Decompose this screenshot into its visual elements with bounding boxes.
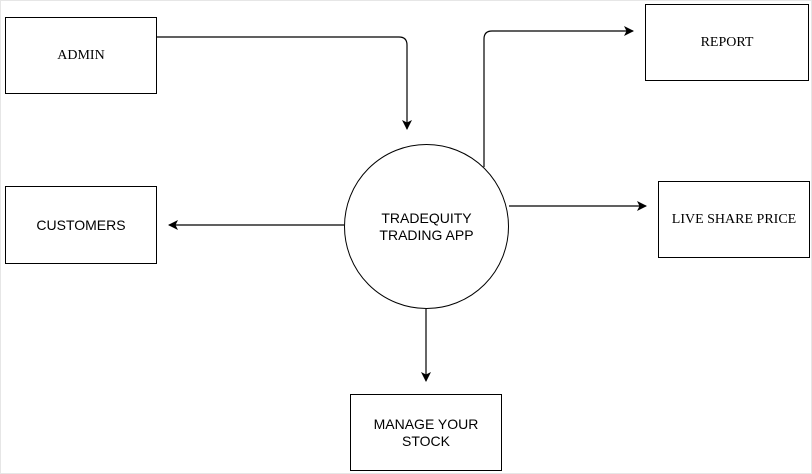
node-tradequity-app: TRADEQUITY TRADING APP <box>344 144 509 309</box>
node-customers-label: CUSTOMERS <box>36 216 126 233</box>
node-report: REPORT <box>645 4 809 81</box>
node-tradequity-app-label: TRADEQUITY TRADING APP <box>379 209 474 243</box>
node-live-share-price-label: LIVE SHARE PRICE <box>671 212 797 227</box>
edge-admin-to-app <box>157 36 412 130</box>
edge-app-to-report <box>483 26 634 167</box>
node-report-label: REPORT <box>700 35 754 50</box>
node-manage-stock: MANAGE YOUR STOCK <box>350 394 502 471</box>
node-admin-label: ADMIN <box>57 48 105 63</box>
node-customers: CUSTOMERS <box>5 186 157 264</box>
node-manage-stock-label: MANAGE YOUR STOCK <box>373 415 479 449</box>
node-live-share-price: LIVE SHARE PRICE <box>658 181 810 258</box>
node-admin: ADMIN <box>5 17 157 94</box>
